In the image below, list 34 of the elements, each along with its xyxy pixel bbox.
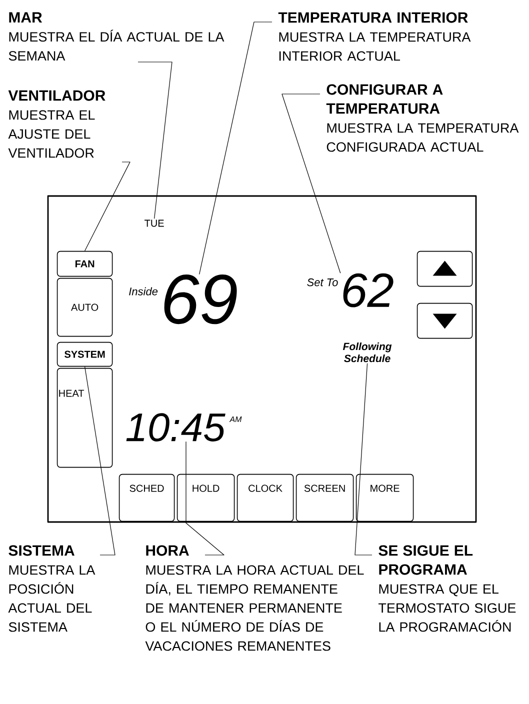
temperature-digits: 62 <box>343 273 394 308</box>
leader-line <box>84 162 130 252</box>
up-button <box>416 250 473 287</box>
leader-line <box>199 22 272 275</box>
leader-line <box>354 363 372 556</box>
time-digits: 10:45 <box>126 413 226 442</box>
callout-text: CONFIGURAR A TEMPERATURA MUESTRA LA TEMPERATURA CONFIGURADA ACTUAL <box>326 84 519 152</box>
leader-line <box>282 94 341 274</box>
system-mode-panel: HEAT <box>56 368 113 468</box>
display-label: Inside <box>129 287 158 296</box>
display-label: Set To <box>307 278 338 286</box>
system-button: SYSTEM <box>56 342 113 367</box>
menu-button: SCHED <box>118 474 175 522</box>
temperature-digits: 69 <box>164 274 237 324</box>
callout-text: SE SIGUE EL PROGRAMA MUESTRA QUE EL TERMOSTATO SIGUE LA PROGRAMACIÓN <box>378 545 516 632</box>
menu-button: SCREEN <box>296 474 354 522</box>
callout-text: VENTILADOR MUESTRA EL AJUSTE DEL VENTILADOR <box>8 90 106 158</box>
status-label: Following Schedule <box>343 342 392 362</box>
callout-text: SISTEMA MUESTRA LA POSICIÓN ACTUAL DEL SISTEMA <box>8 545 96 632</box>
leader-line <box>138 62 172 219</box>
display-label: AM <box>229 416 242 422</box>
callout-text: TEMPERATURA INTERIOR MUESTRA LA TEMPERATURA INTERIOR ACTUAL <box>278 12 471 61</box>
menu-button: MORE <box>356 474 414 522</box>
fan-button: FAN <box>56 250 113 277</box>
callout-text: HORA MUESTRA LA HORA ACTUAL DEL DÍA, EL TIEMPO REMANENTE DE MANTENER PERMANENTE O EL NÚMERO DE DÍAS DE VACACIONES REMANENTES <box>145 545 364 651</box>
leader-line <box>186 441 224 556</box>
down-button <box>416 302 473 339</box>
menu-button: CLOCK <box>236 474 294 522</box>
menu-button: HOLD <box>176 474 235 522</box>
display-screen <box>47 195 477 523</box>
fan-mode-panel: AUTO <box>56 278 113 337</box>
day-label: TUE <box>144 220 164 227</box>
callout-text: MAR MUESTRA EL DÍA ACTUAL DE LA SEMANA <box>8 12 224 61</box>
leader-line <box>84 366 116 556</box>
